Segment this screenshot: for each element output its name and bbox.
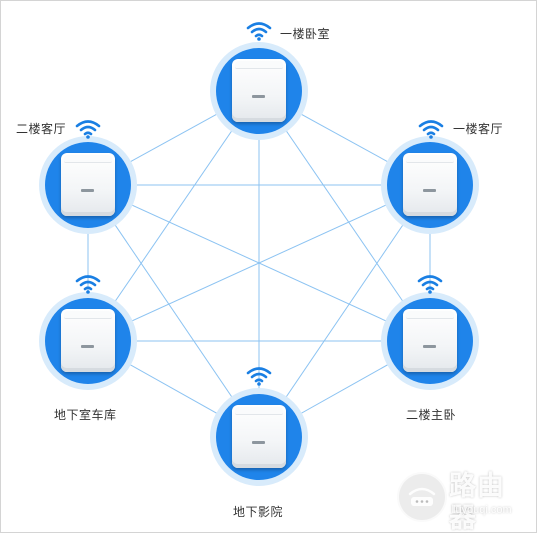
wifi-icon — [246, 22, 272, 41]
mesh-link — [258, 90, 431, 342]
node-label-2f-master-bedroom: 二楼主卧 — [406, 408, 457, 422]
watermark: 路由器 luyouqi.com — [395, 468, 525, 532]
mesh-router-device — [61, 153, 115, 216]
mesh-link — [87, 90, 260, 342]
node-label-2f-living-room: 二楼客厅 — [16, 122, 67, 136]
node-label-1f-bedroom: 一楼卧室 — [280, 27, 331, 41]
node-label-basement-garage: 地下室车库 — [54, 408, 117, 422]
mesh-router-device — [403, 153, 457, 216]
watermark-url: luyouqi.com — [453, 504, 512, 516]
mesh-router-device — [232, 405, 286, 468]
node-label-1f-living-room: 一楼客厅 — [453, 122, 504, 136]
mesh-link — [258, 184, 431, 438]
wifi-icon — [75, 275, 101, 294]
mesh-router-device — [403, 309, 457, 372]
mesh-router-device — [232, 59, 286, 122]
node-label-basement-cinema: 地下影院 — [233, 505, 284, 519]
wifi-icon — [75, 120, 101, 139]
watermark-brand: 路由器 — [449, 471, 505, 533]
mesh-router-device — [61, 309, 115, 372]
wifi-icon — [418, 120, 444, 139]
mesh-link — [87, 184, 260, 438]
wifi-icon — [417, 275, 443, 294]
wifi-icon — [246, 367, 272, 386]
mesh-link — [87, 184, 431, 342]
router-logo-icon — [397, 472, 447, 522]
